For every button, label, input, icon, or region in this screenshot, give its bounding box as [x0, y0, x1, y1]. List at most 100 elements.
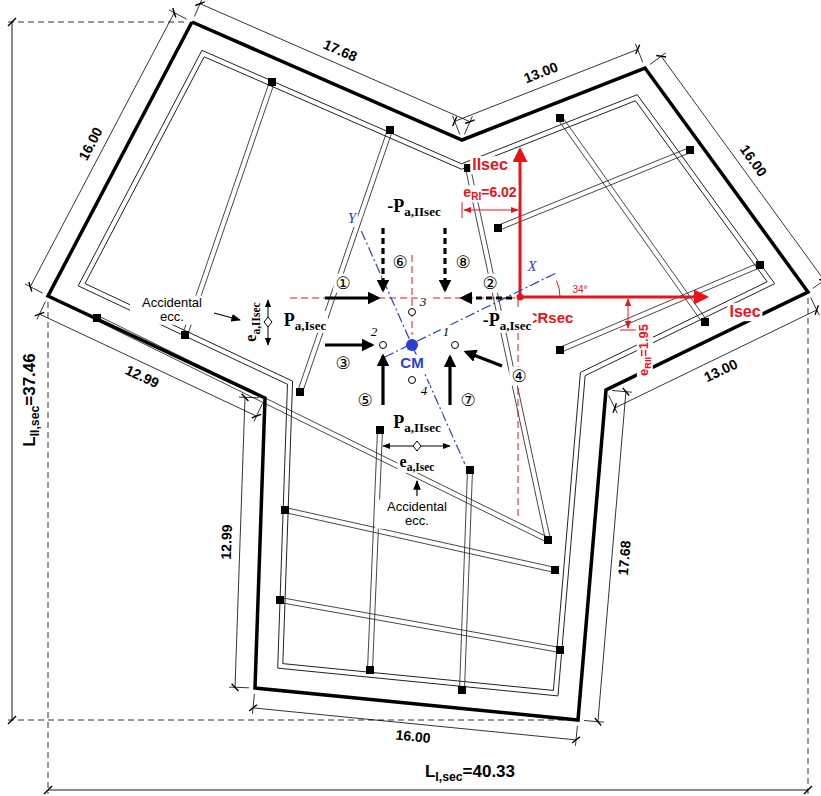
axis-label: Y — [346, 210, 358, 227]
column — [686, 146, 694, 154]
extension-line — [584, 721, 604, 723]
dimension-tick — [249, 705, 257, 711]
column — [458, 686, 466, 694]
dimension-value: 17.68 — [616, 538, 635, 578]
dimension-tick — [572, 737, 580, 743]
load-arrow — [325, 343, 372, 346]
dimension-value: 17.68 — [319, 36, 361, 66]
dimension-tick — [613, 403, 616, 412]
axis-arrow — [519, 150, 522, 297]
label-text: X — [527, 258, 536, 274]
axis-arrow — [520, 296, 706, 299]
label-text: 16.00 — [737, 141, 771, 179]
beam — [368, 430, 378, 670]
dimension-line — [30, 13, 174, 287]
label-text: IIsec — [472, 156, 508, 173]
label-text: 1 — [443, 324, 450, 339]
column — [756, 261, 764, 269]
load-arrow — [443, 228, 446, 290]
overall-dimension-value: LII,sec=37.46 — [21, 351, 42, 449]
axis-label: Isec — [727, 303, 762, 321]
beam — [499, 152, 691, 230]
dimension-tick — [453, 117, 457, 126]
dimension-value: 13.00 — [520, 59, 562, 88]
label-text: ⑥ — [392, 252, 407, 272]
overall-dimension-line — [48, 790, 808, 791]
beam — [280, 598, 560, 648]
dimension-tick — [252, 414, 261, 417]
label-text: -P — [483, 310, 500, 330]
load-arrows — [214, 228, 512, 496]
beam — [96, 320, 547, 542]
column — [701, 318, 709, 326]
dimension-line — [615, 310, 817, 408]
subscript: II,sec — [28, 406, 42, 437]
subscript: a,IIsec — [250, 302, 262, 334]
eccentricity-label: ea,Isec — [398, 453, 437, 473]
dimension-tick — [173, 8, 176, 18]
axis-label: IIsec — [470, 156, 510, 174]
subscript: a,Isec — [500, 318, 531, 333]
label-text: L — [425, 762, 435, 781]
overall-dimension-value: LI,sec=40.33 — [423, 763, 517, 784]
beam — [558, 119, 703, 323]
extension-line — [37, 301, 46, 319]
label-text: ③ — [335, 353, 350, 373]
eccentricity-label: eRII=1.95 — [637, 322, 653, 378]
principal-axis — [361, 231, 465, 464]
subscript: a,Isec — [407, 461, 435, 473]
callout-number: ⑤ — [355, 391, 374, 410]
callout-number: ③ — [333, 354, 352, 373]
column — [268, 78, 276, 86]
label-text: ⑦ — [460, 390, 475, 410]
callout-number: ① — [333, 274, 352, 293]
label-text: -P — [387, 196, 404, 216]
label-text: 13.00 — [702, 355, 741, 385]
dimension-value: 12.99 — [122, 362, 164, 393]
label-text: ① — [335, 273, 350, 293]
label-text: 17.68 — [615, 540, 634, 576]
label-text: Accidental ecc. — [142, 295, 202, 324]
extension-line — [48, 302, 49, 794]
beam — [464, 470, 472, 690]
dimension-line — [455, 49, 638, 121]
dimension-tick — [656, 55, 666, 57]
label-text: e — [463, 184, 471, 200]
extension-line — [252, 694, 254, 714]
dimension-tick — [623, 388, 629, 396]
beam — [372, 430, 382, 670]
label-text: CRsec — [527, 309, 574, 326]
reference-line — [412, 255, 413, 335]
dimension-tick — [242, 394, 249, 401]
extension-line — [8, 720, 572, 721]
label-text: Accidental ecc. — [387, 499, 447, 528]
eccentricity-dimension — [464, 210, 518, 211]
dimension-tick — [35, 312, 44, 315]
label-text: 34° — [572, 284, 587, 295]
structure — [48, 22, 808, 720]
load-arrow — [381, 228, 384, 290]
label-text: 4 — [421, 383, 428, 398]
axis-label: X — [525, 258, 538, 275]
slab-edge — [85, 57, 767, 691]
extension-line — [813, 277, 821, 289]
callout-number: ④ — [509, 367, 528, 386]
extension-line — [464, 116, 472, 134]
dimension-value: 16.00 — [75, 123, 107, 165]
column — [376, 426, 384, 434]
beam — [561, 267, 761, 352]
extension-line — [635, 44, 642, 63]
point-number: 3 — [418, 295, 429, 309]
extension-line — [609, 395, 618, 413]
label-text: 16.00 — [75, 124, 105, 162]
column — [296, 388, 304, 396]
dimension-tick — [620, 330, 636, 331]
load-label: Pa,Isec — [282, 311, 328, 333]
point-number: 2 — [369, 325, 380, 339]
subscript: I,sec — [435, 770, 462, 784]
reference-point — [380, 342, 387, 349]
dimension-tick — [636, 45, 640, 54]
column — [544, 536, 552, 544]
angle-arc — [557, 281, 560, 297]
dimension-value: 12.99 — [219, 522, 236, 562]
